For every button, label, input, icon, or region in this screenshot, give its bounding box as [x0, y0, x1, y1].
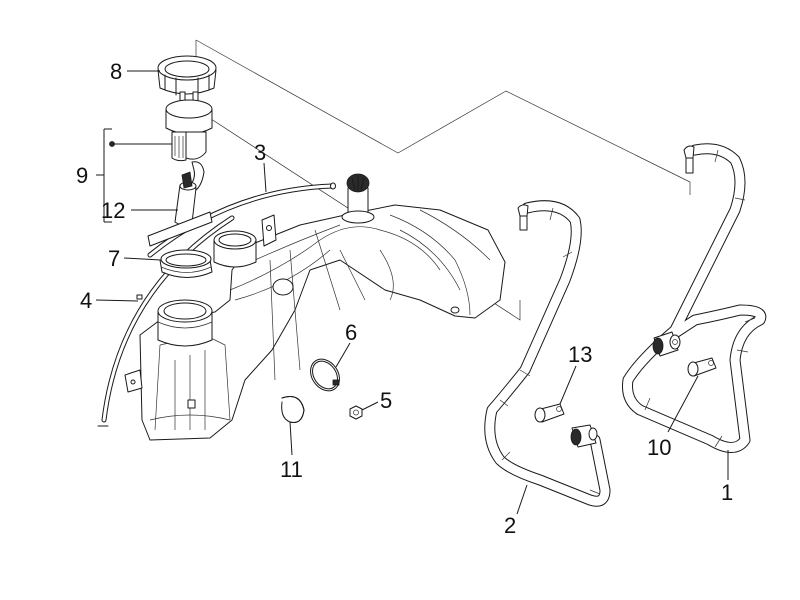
- callout-9: 9: [76, 163, 88, 188]
- part-2-hose: [484, 200, 611, 507]
- part-8-ring-nut: [157, 55, 217, 96]
- leader-6: [335, 342, 351, 368]
- callout-8: 8: [110, 59, 122, 84]
- leader-4: [95, 299, 139, 302]
- part-11-clamp: [281, 396, 305, 423]
- callout-3: 3: [254, 140, 266, 165]
- tank-filler-neck: [157, 299, 213, 347]
- part-3-tube: [147, 182, 336, 258]
- leader-11: [289, 421, 293, 456]
- leader-3: [263, 162, 267, 193]
- callout-11: 11: [280, 457, 303, 482]
- leader-5: [361, 401, 379, 411]
- part-13-clip: [534, 403, 565, 423]
- tank-upper-neck: [213, 230, 257, 268]
- part-6-hose-clamp: [310, 358, 340, 392]
- callout-1: 1: [721, 480, 733, 505]
- part-5-nut: [349, 405, 363, 420]
- part-4-tube: [97, 215, 235, 427]
- tank-vent-cap: [341, 173, 375, 224]
- callout-4: 4: [80, 288, 92, 313]
- part-10-clip: [687, 357, 717, 377]
- leader-10: [667, 375, 699, 433]
- callout-13: 13: [568, 342, 592, 367]
- part-7-gasket-ring: [159, 249, 213, 278]
- callout-5: 5: [380, 388, 392, 413]
- callout-6: 6: [345, 320, 357, 345]
- part-9-fuel-pump: [165, 91, 213, 191]
- callout-7: 7: [108, 246, 120, 271]
- part-1-hose: [622, 143, 767, 453]
- callout-labels: 8 9 12 3 7 4 6 5 11 13 10 1 2: [76, 59, 733, 538]
- callout-12: 12: [101, 198, 125, 223]
- callout-10: 10: [647, 435, 671, 460]
- leader-7: [123, 257, 162, 261]
- leader-lines: [95, 70, 729, 515]
- pump-pad: [147, 211, 213, 247]
- leader-2: [516, 484, 528, 515]
- leader-13: [559, 365, 577, 405]
- callout-2: 2: [504, 513, 516, 538]
